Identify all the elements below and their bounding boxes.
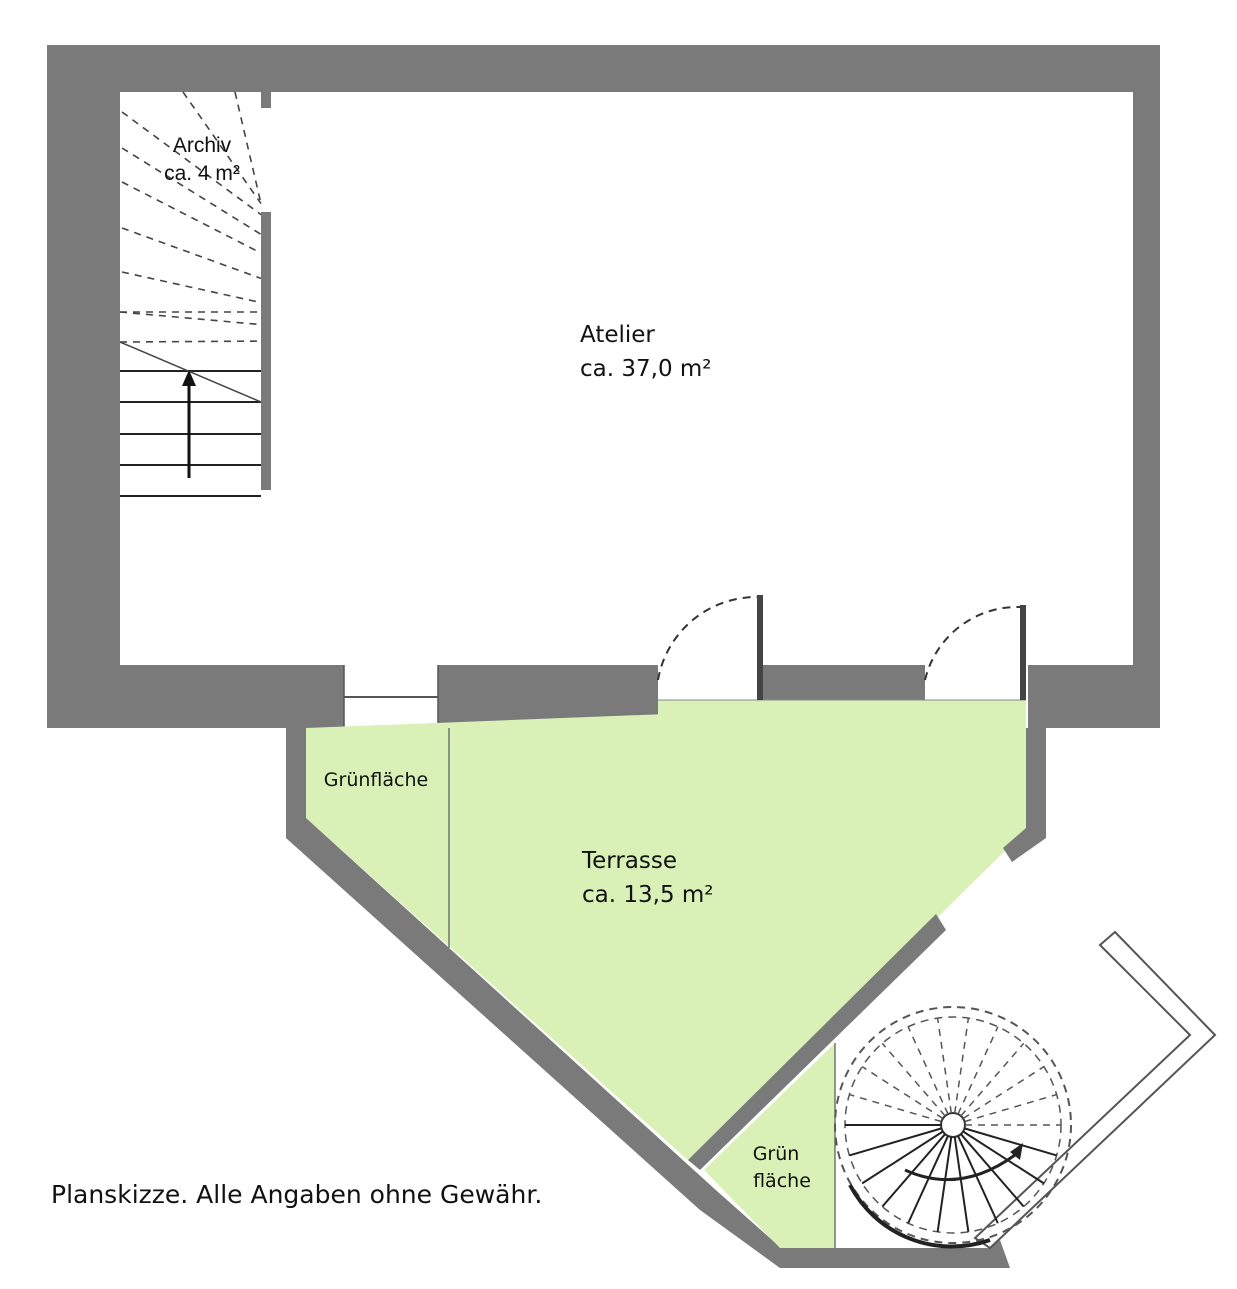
terrace-right-wall bbox=[1003, 728, 1046, 862]
terrace-left-wall bbox=[286, 728, 780, 1268]
bottom-wall bbox=[770, 1240, 1010, 1268]
terrasse-area bbox=[306, 700, 1026, 1162]
terrace-diagonal-wall bbox=[688, 914, 946, 1170]
left-staircase bbox=[119, 91, 271, 497]
gruenflaeche-right-label-2: fläche bbox=[753, 1170, 811, 1192]
plan-caption: Planskizze. Alle Angaben ohne Gewähr. bbox=[51, 1180, 543, 1209]
balcony-railing bbox=[973, 930, 1217, 1250]
door-swing-1 bbox=[657, 595, 763, 700]
atelier-area: ca. 37,0 m² bbox=[580, 356, 712, 382]
gruenflaeche-right-label-1: Grün bbox=[753, 1143, 800, 1165]
archiv-area: ca. 4 m² bbox=[164, 162, 240, 185]
spiral-staircase bbox=[834, 1006, 1072, 1249]
door-swing-2 bbox=[924, 605, 1026, 700]
archiv-label: Archiv bbox=[173, 134, 232, 157]
terrasse-label: Terrasse bbox=[581, 848, 677, 874]
gruenflaeche-small-area bbox=[704, 1043, 835, 1248]
gruenflaeche-left-label: Grünfläche bbox=[324, 769, 428, 791]
terrasse-area-text: ca. 13,5 m² bbox=[582, 882, 714, 908]
atelier-label: Atelier bbox=[580, 322, 655, 348]
